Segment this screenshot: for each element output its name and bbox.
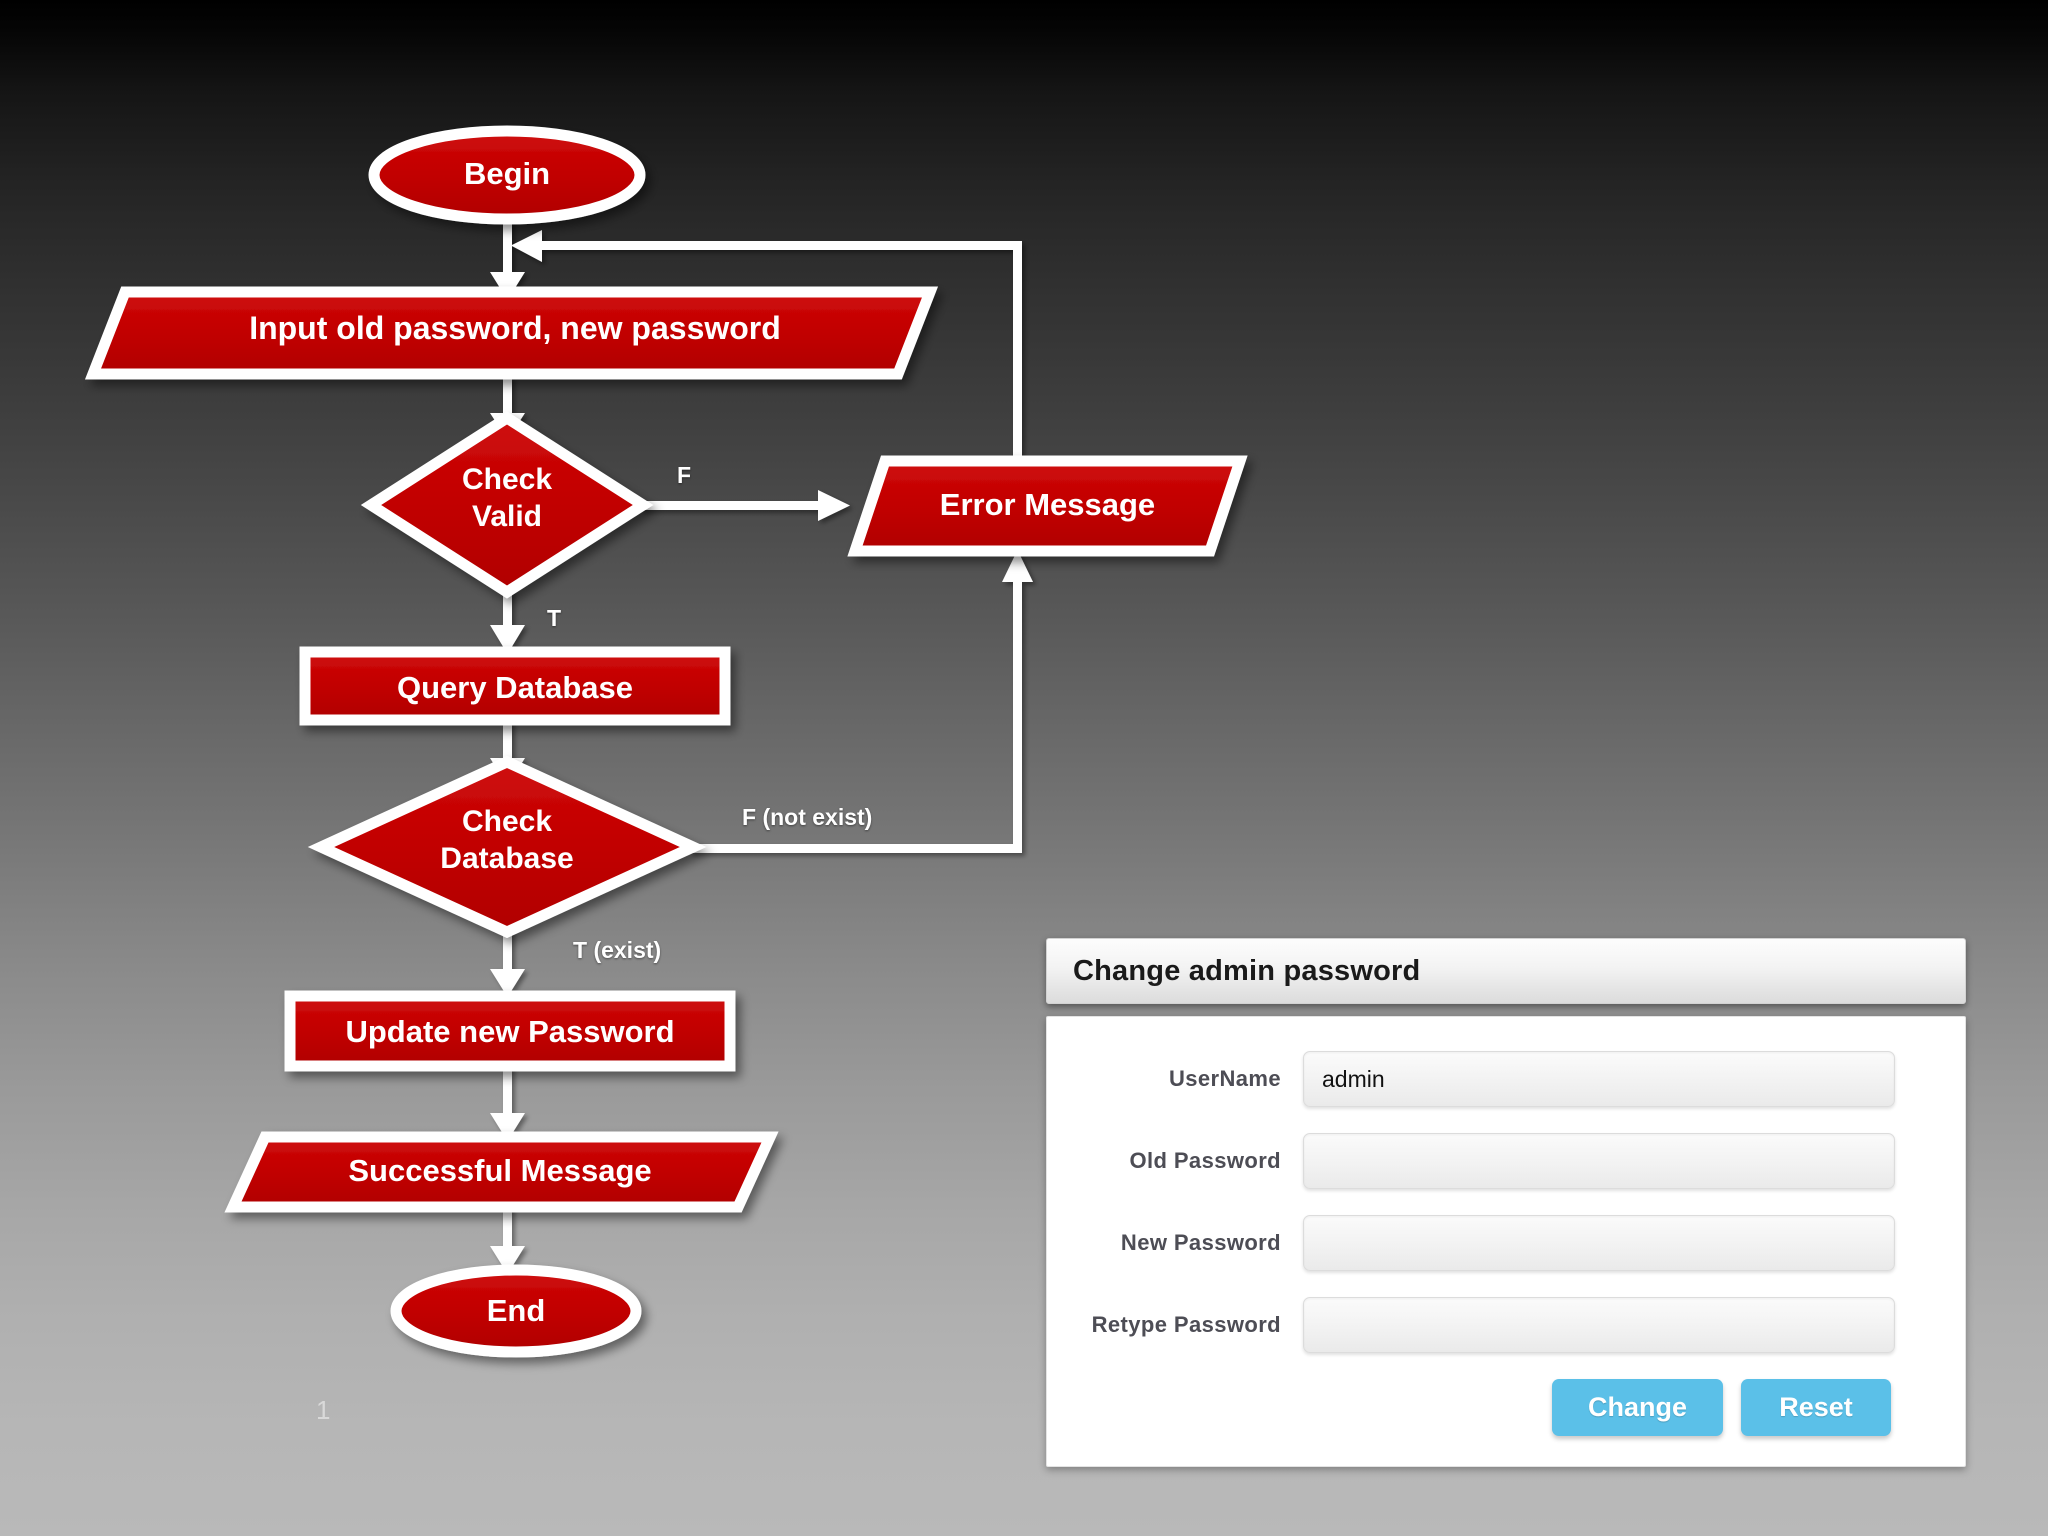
label-new-password: New Password	[1120, 1230, 1281, 1255]
node-update-password[interactable]	[284, 990, 736, 1072]
edge-label-check-valid-true: T	[547, 605, 562, 631]
edge-label-check-database-true: T (exist)	[573, 937, 662, 963]
page-number: 1	[316, 1395, 331, 1425]
connector-update-to-success	[490, 1063, 525, 1141]
form-row-retype-password: Retype Password	[1047, 1297, 1895, 1353]
input-new-password[interactable]	[1303, 1215, 1895, 1271]
form-row-old-password: Old Password	[1047, 1133, 1895, 1189]
connector-checkdb-false-to-error	[690, 550, 1033, 853]
label-username: UserName	[1168, 1066, 1281, 1091]
change-password-panel: Change admin password UserName admin Old…	[1046, 938, 1966, 1467]
node-begin[interactable]	[368, 125, 646, 225]
node-query-database[interactable]	[299, 646, 731, 726]
panel-body: UserName admin Old Password New Password…	[1046, 1016, 1966, 1467]
label-retype-password: Retype Password	[1091, 1312, 1281, 1337]
connector-checkvalid-true-to-query	[490, 570, 525, 654]
node-error-message[interactable]	[847, 455, 1248, 557]
node-end[interactable]	[390, 1264, 642, 1358]
panel-title: Change admin password	[1073, 954, 1421, 987]
input-retype-password[interactable]	[1303, 1297, 1895, 1353]
form-button-row: Change Reset	[1047, 1379, 1895, 1436]
node-check-valid[interactable]	[360, 411, 654, 599]
input-username[interactable]: admin	[1303, 1051, 1895, 1107]
connector-success-to-end	[490, 1203, 525, 1274]
node-group	[84, 125, 1248, 1358]
label-old-password: Old Password	[1129, 1148, 1281, 1173]
input-old-password[interactable]	[1303, 1133, 1895, 1189]
form-row-username: UserName admin	[1047, 1051, 1895, 1107]
node-check-database[interactable]	[307, 755, 707, 939]
edge-label-check-database-false: F (not exist)	[742, 804, 873, 830]
connector-error-to-input-loop	[511, 230, 1022, 460]
reset-button[interactable]: Reset	[1741, 1379, 1891, 1436]
node-input-passwords[interactable]	[84, 286, 939, 380]
connector-group: error message --> query database --> up …	[490, 205, 1033, 1274]
edge-label-check-valid-false: F	[677, 462, 692, 488]
node-successful-message[interactable]	[224, 1131, 779, 1213]
panel-header: Change admin password	[1046, 938, 1966, 1004]
change-button[interactable]: Change	[1551, 1379, 1723, 1436]
connector-checkvalid-false-to-error	[640, 490, 850, 521]
connector-checkdb-true-to-update	[490, 912, 525, 997]
form-row-new-password: New Password	[1047, 1215, 1895, 1271]
connector-begin-to-input	[490, 205, 525, 300]
